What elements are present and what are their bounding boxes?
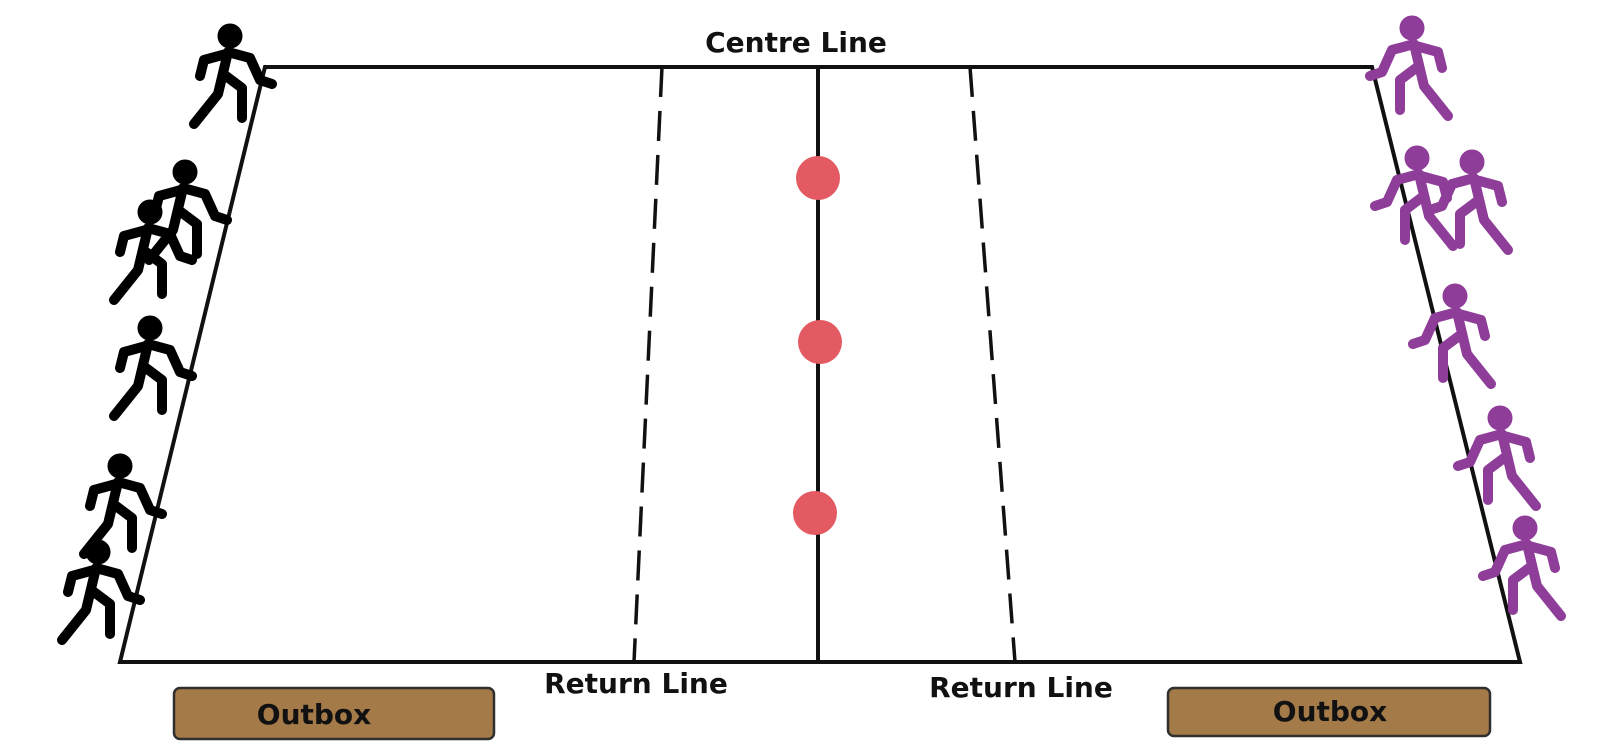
right-team bbox=[1370, 16, 1561, 616]
ball bbox=[798, 320, 842, 364]
outbox-left-label: Outbox bbox=[257, 698, 371, 731]
outbox-right: Outbox bbox=[1166, 686, 1492, 738]
return-line-left-label: Return Line bbox=[544, 667, 728, 700]
return-line-right-label: Return Line bbox=[929, 671, 1113, 704]
player-icon bbox=[1483, 516, 1561, 616]
outbox-right-label: Outbox bbox=[1273, 695, 1387, 728]
left-team bbox=[62, 24, 272, 640]
player-icon bbox=[1413, 284, 1491, 384]
centre-line-label: Centre Line bbox=[705, 26, 887, 59]
return-line-right bbox=[968, 66, 1017, 663]
player-icon bbox=[114, 316, 192, 416]
player-icon bbox=[194, 24, 272, 124]
return-line-left bbox=[632, 66, 664, 663]
court-boundary bbox=[117, 65, 1523, 664]
ball bbox=[793, 491, 837, 535]
outbox-left: Outbox bbox=[172, 686, 496, 741]
ball bbox=[796, 156, 840, 200]
player-icon bbox=[1458, 406, 1536, 506]
